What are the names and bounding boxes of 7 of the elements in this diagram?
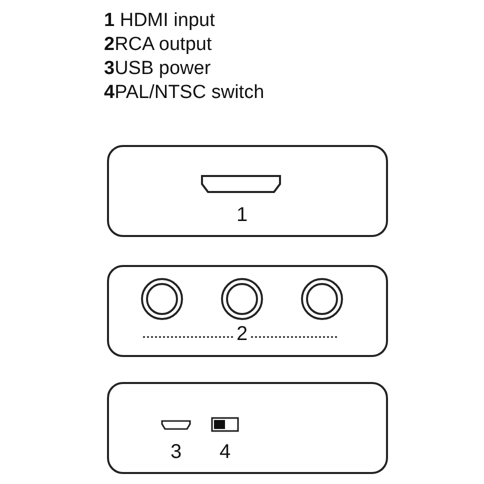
device-panel <box>107 145 388 237</box>
device-panel <box>107 265 388 357</box>
legend-item: 3USB power <box>104 57 212 81</box>
device-panel <box>107 382 388 474</box>
legend-item: 1 HDMI input <box>104 9 216 33</box>
legend-item: 4PAL/NTSC switch <box>104 81 264 105</box>
legend-item: 2RCA output <box>104 33 213 57</box>
